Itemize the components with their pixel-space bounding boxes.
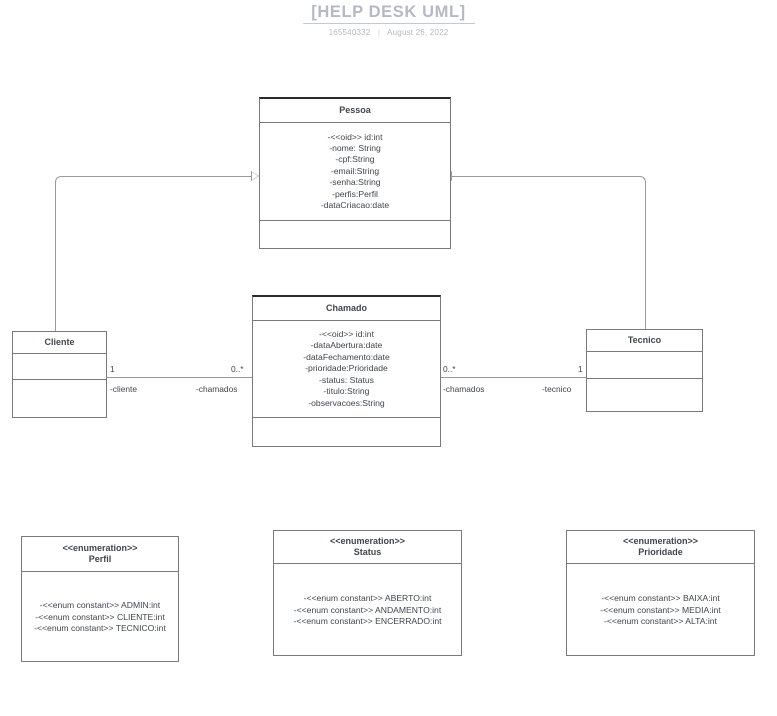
class-box-tecnico[interactable]: Tecnico bbox=[586, 329, 703, 412]
enumeration-stereotype: <<enumeration>> bbox=[62, 543, 138, 553]
attribute-row: -status: Status bbox=[319, 374, 374, 385]
generalization-line-tecnico-horizontal bbox=[452, 176, 639, 177]
title-underline-rule bbox=[302, 23, 475, 24]
enum-constant-row: -<<enum constant>> TECNICO:int bbox=[34, 623, 166, 634]
attribute-row: -dataFechamento:date bbox=[303, 351, 390, 362]
association-line-chamado-tecnico bbox=[441, 377, 586, 378]
generalization-corner-tecnico bbox=[638, 176, 646, 184]
enumeration-title-status: <<enumeration>> Status bbox=[274, 531, 461, 563]
generalization-corner-cliente bbox=[55, 176, 63, 184]
enumeration-box-status[interactable]: <<enumeration>> Status -<<enum constant>… bbox=[273, 530, 462, 656]
class-attributes-chamado: -<<oid>> id:int -dataAbertura:date -data… bbox=[253, 320, 440, 417]
document-header: [HELP DESK UML] 165540332 | August 26, 2… bbox=[0, 0, 777, 37]
class-box-cliente[interactable]: Cliente bbox=[12, 331, 107, 418]
enum-constant-row: -<<enum constant>> BAIXA:int bbox=[601, 593, 720, 604]
attribute-row: -email:String bbox=[330, 165, 380, 176]
generalization-arrowhead-cliente bbox=[251, 171, 259, 181]
multiplicity-cliente-end: 1 bbox=[110, 364, 115, 374]
role-tecnico-end: -tecnico bbox=[542, 384, 572, 394]
class-methods-chamado bbox=[253, 417, 440, 447]
attribute-row: -senha:String bbox=[329, 177, 381, 188]
page-title: [HELP DESK UML] bbox=[311, 3, 466, 21]
enumeration-title-perfil: <<enumeration>> Perfil bbox=[22, 537, 178, 571]
class-methods-cliente bbox=[13, 379, 106, 418]
enumeration-box-prioridade[interactable]: <<enumeration>> Prioridade -<<enum const… bbox=[566, 530, 755, 656]
enumeration-box-perfil[interactable]: <<enumeration>> Perfil -<<enum constant>… bbox=[21, 536, 179, 662]
document-date: August 26, 2022 bbox=[387, 28, 449, 37]
attribute-row: -<<oid>> id:int bbox=[319, 329, 374, 340]
attribute-row: -prioridade:Prioridade bbox=[305, 363, 388, 374]
class-box-pessoa[interactable]: Pessoa -<<oid>> id:int -nome: String -cp… bbox=[259, 97, 451, 249]
document-id: 165540332 bbox=[328, 28, 371, 37]
meta-separator: | bbox=[377, 28, 381, 37]
class-methods-pessoa bbox=[260, 220, 450, 251]
generalization-line-cliente-vertical bbox=[55, 182, 56, 331]
role-cliente-end: -cliente bbox=[110, 384, 137, 394]
enum-constant-row: -<<enum constant>> ADMIN:int bbox=[39, 600, 161, 611]
attribute-row: -dataCriacao:date bbox=[320, 200, 390, 211]
multiplicity-chamado-left-end: 0..* bbox=[231, 364, 244, 374]
class-attributes-pessoa: -<<oid>> id:int -nome: String -cpf:Strin… bbox=[260, 122, 450, 220]
enum-constant-row: -<<enum constant>> ENCERRADO:int bbox=[293, 616, 442, 627]
document-meta: 165540332 | August 26, 2022 bbox=[0, 28, 777, 37]
generalization-line-cliente-horizontal bbox=[62, 176, 257, 177]
generalization-line-tecnico-vertical bbox=[645, 182, 646, 329]
class-attributes-tecnico bbox=[587, 351, 702, 378]
class-title-cliente: Cliente bbox=[44, 337, 75, 347]
role-chamado-left-end: -chamados bbox=[196, 384, 238, 394]
class-box-chamado[interactable]: Chamado -<<oid>> id:int -dataAbertura:da… bbox=[252, 295, 441, 447]
class-methods-tecnico bbox=[587, 378, 702, 412]
class-title-pessoa: Pessoa bbox=[339, 105, 371, 115]
multiplicity-chamado-right-end: 0..* bbox=[443, 364, 456, 374]
enum-constant-row: -<<enum constant>> ANDAMENTO:int bbox=[293, 604, 442, 615]
enumeration-title-prioridade: <<enumeration>> Prioridade bbox=[567, 531, 754, 563]
attribute-row: -nome: String bbox=[329, 142, 381, 153]
enum-constant-row: -<<enum constant>> ALTA:int bbox=[604, 616, 717, 627]
enum-constant-row: -<<enum constant>> ABERTO:int bbox=[303, 593, 432, 604]
enumeration-stereotype: <<enumeration>> bbox=[329, 536, 406, 546]
attribute-row: -observacoes:String bbox=[308, 397, 385, 408]
enumeration-constants-perfil: -<<enum constant>> ADMIN:int -<<enum con… bbox=[22, 571, 178, 663]
attribute-row: -dataAbertura:date bbox=[310, 340, 383, 351]
attribute-row: -cpf:String bbox=[335, 154, 375, 165]
attribute-row: -perfis:Perfil bbox=[332, 188, 378, 199]
multiplicity-tecnico-end: 1 bbox=[578, 364, 583, 374]
role-chamado-right-end: -chamados bbox=[443, 384, 485, 394]
class-title-tecnico: Tecnico bbox=[627, 335, 662, 345]
enumeration-constants-status: -<<enum constant>> ABERTO:int -<<enum co… bbox=[274, 563, 461, 657]
enum-constant-row: -<<enum constant>> MEDIA:int bbox=[600, 604, 721, 615]
attribute-row: -titulo:String bbox=[323, 386, 370, 397]
enumeration-name: Status bbox=[353, 547, 382, 557]
enumeration-name: Perfil bbox=[88, 554, 112, 564]
association-line-cliente-chamado bbox=[107, 377, 252, 378]
enumeration-stereotype: <<enumeration>> bbox=[622, 536, 699, 546]
class-attributes-cliente bbox=[13, 353, 106, 379]
enumeration-constants-prioridade: -<<enum constant>> BAIXA:int -<<enum con… bbox=[567, 563, 754, 657]
enumeration-name: Prioridade bbox=[638, 547, 683, 557]
attribute-row: -<<oid>> id:int bbox=[327, 131, 383, 142]
enum-constant-row: -<<enum constant>> CLIENTE:int bbox=[35, 611, 165, 622]
class-title-chamado: Chamado bbox=[325, 303, 367, 313]
